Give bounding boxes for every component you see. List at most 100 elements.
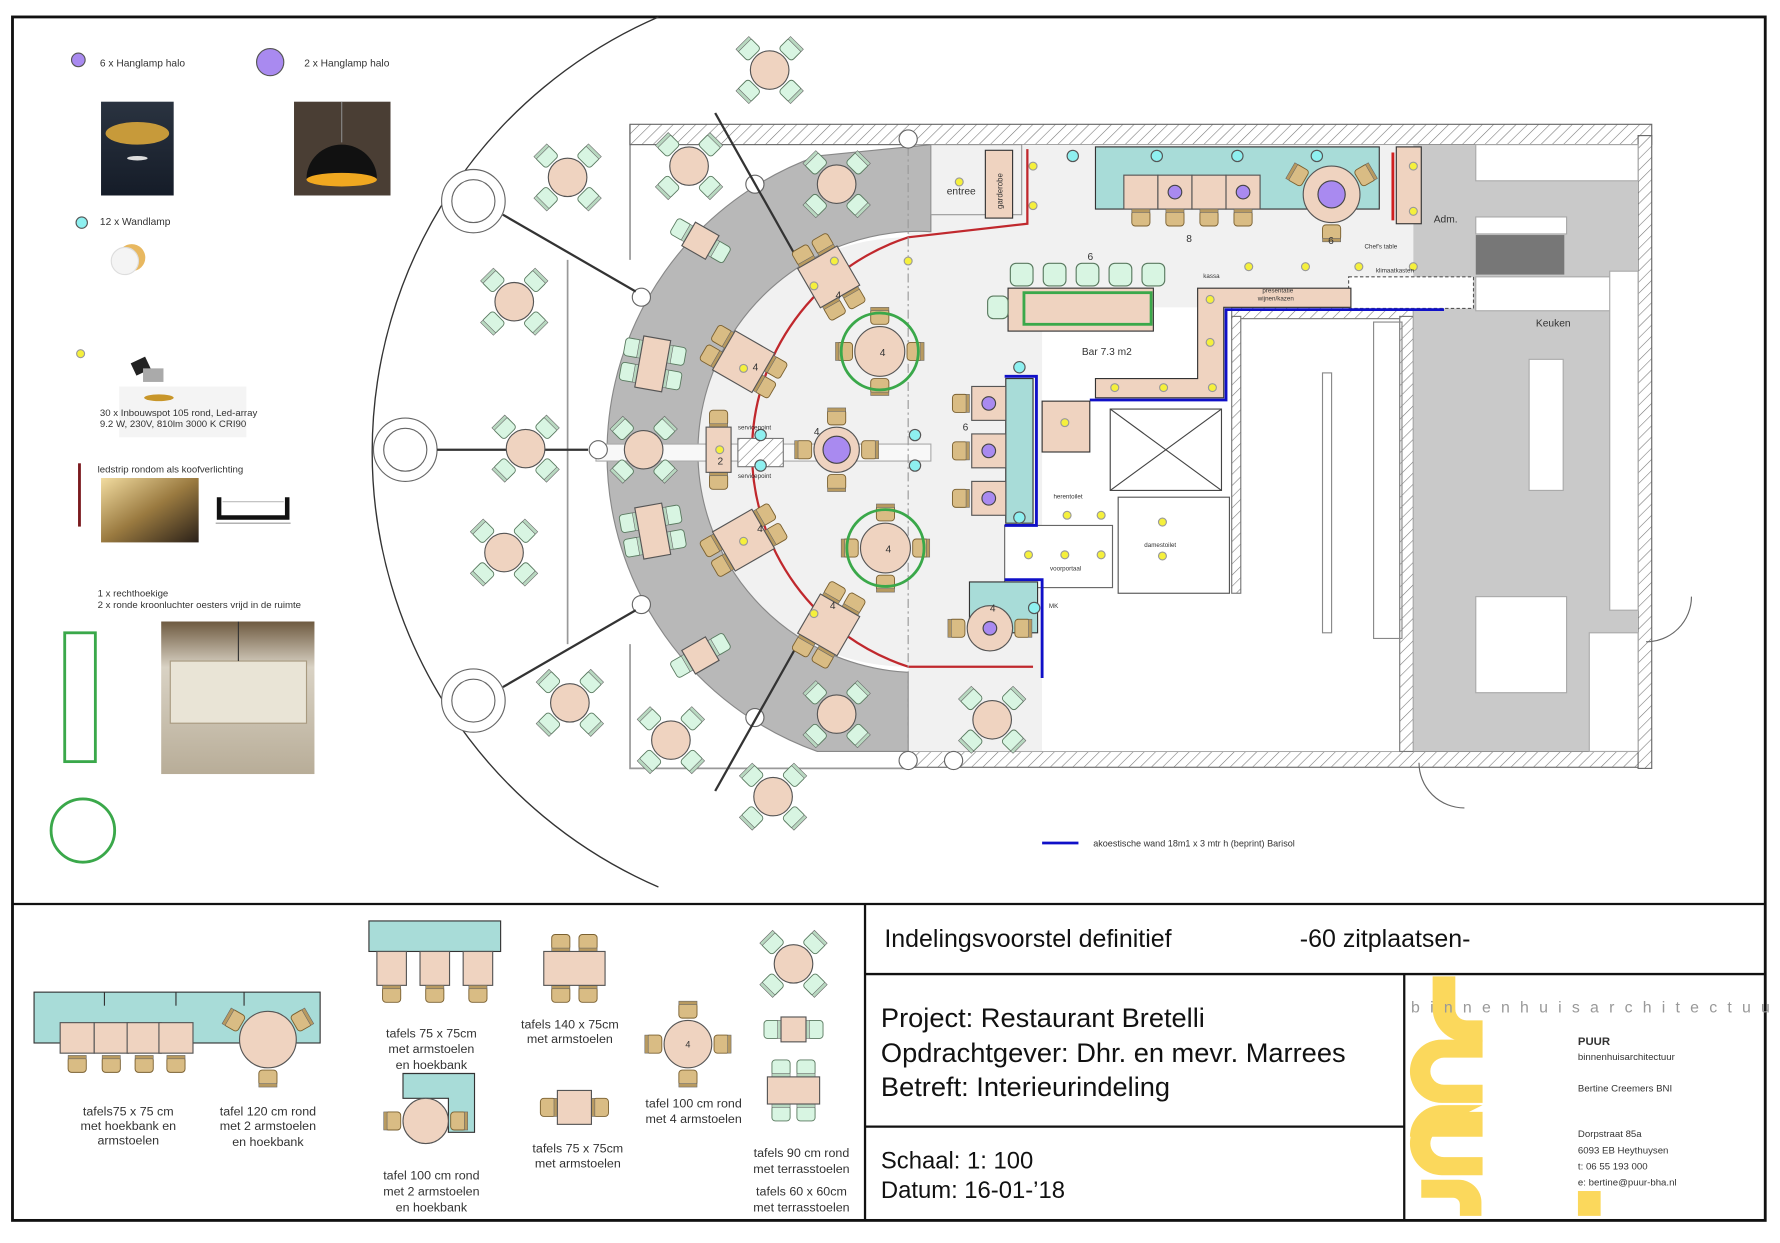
logo-tagline: binnenhuisarchitectuur xyxy=(1411,1000,1780,1017)
square-table xyxy=(699,324,788,399)
caption: met terrasstoelen xyxy=(753,1162,849,1176)
chair-back xyxy=(1199,208,1219,213)
caption: tafels 140 x 75cm xyxy=(521,1017,619,1031)
armchair xyxy=(947,618,966,638)
label-chefs-table: Chef's table xyxy=(1365,244,1398,251)
armchair xyxy=(539,1097,558,1117)
chair-back xyxy=(491,414,508,431)
terrace-chair xyxy=(1001,729,1027,754)
chair-back xyxy=(678,1000,698,1005)
table-top xyxy=(634,502,672,560)
label-entree: entree xyxy=(947,186,976,197)
terrace-chair xyxy=(707,239,731,263)
square-table xyxy=(618,502,687,560)
spot-icon xyxy=(1205,294,1215,304)
round-table xyxy=(663,1019,713,1069)
caption: met armstoelen xyxy=(535,1156,621,1170)
round-table xyxy=(773,944,814,984)
chair-back xyxy=(1285,162,1299,181)
chair-back xyxy=(947,618,952,638)
armchair xyxy=(835,341,853,361)
terrace-boundary xyxy=(566,124,909,770)
armchair xyxy=(875,503,895,522)
chair-back xyxy=(636,706,653,723)
spot-icon xyxy=(1060,550,1070,560)
chair-back xyxy=(532,319,549,336)
terrace-chair xyxy=(680,706,706,731)
spot-icon xyxy=(809,609,819,619)
seat-count: 8 xyxy=(1186,234,1192,245)
label-presentatie: presentatie xyxy=(1262,288,1293,295)
spot-icon xyxy=(1244,262,1254,272)
pendant-lamp-icon xyxy=(1317,180,1346,209)
armchair xyxy=(425,985,445,1003)
chair-back xyxy=(609,415,626,432)
chair-back xyxy=(464,1111,468,1131)
table-top xyxy=(780,1016,807,1043)
label-adm: Adm. xyxy=(1434,215,1458,226)
partition-bench xyxy=(1005,377,1034,524)
chair-back xyxy=(920,342,925,361)
caption: tafels 75 x 75cm xyxy=(386,1026,477,1040)
ledstrip-profile-drawing xyxy=(215,497,291,524)
legend-wall-lamp: 12 x Wandlamp xyxy=(100,217,171,228)
terrace-chair xyxy=(782,762,808,787)
terrace-chair xyxy=(577,143,602,168)
terrace-chair xyxy=(623,337,644,359)
banquette-table xyxy=(1123,174,1159,210)
chair-back xyxy=(759,981,776,998)
terrace-chair xyxy=(707,633,731,657)
chair-back xyxy=(707,132,724,149)
chair-back xyxy=(166,1055,186,1060)
chair-back xyxy=(835,342,840,361)
wall-right xyxy=(1637,135,1653,769)
logo-address: 6093 EB Heythuysen xyxy=(1578,1146,1668,1157)
chair-back xyxy=(688,758,706,775)
subject: Betreft: Interieurindeling xyxy=(881,1071,1170,1102)
caption: tafels 75 x 75cm xyxy=(532,1142,623,1156)
pendant-lamp-icon xyxy=(981,396,997,411)
awning-cables xyxy=(437,112,796,792)
legend-spot-line1: 30 x Inbouwspot 105 rond, Led-array xyxy=(100,408,258,419)
round-table xyxy=(651,720,691,760)
stairwell-cross xyxy=(1109,408,1222,491)
spot-icon xyxy=(1408,206,1418,216)
chair-back xyxy=(134,1055,154,1060)
chair-back xyxy=(811,981,828,998)
bar-stool xyxy=(987,295,1009,320)
chair-back xyxy=(636,758,653,775)
terrace-chair xyxy=(533,187,558,212)
armchair xyxy=(711,324,735,349)
chair-back xyxy=(535,720,552,737)
terrace-chair xyxy=(535,414,560,439)
chair-back xyxy=(876,503,895,508)
armchair xyxy=(290,1007,315,1032)
spot-icon xyxy=(76,349,86,359)
bar-stool xyxy=(1075,262,1100,287)
wall-lamp-icon xyxy=(908,459,922,472)
chandelier-photo xyxy=(161,621,315,775)
title-block: Indelingsvoorstel definitief -60 zitplaa… xyxy=(881,925,1471,1204)
armchair xyxy=(591,1097,609,1117)
chair-back xyxy=(644,1034,649,1054)
pendant-lamp-icon xyxy=(981,490,997,506)
armchair xyxy=(134,1055,154,1073)
square-table xyxy=(791,233,866,321)
chair-back xyxy=(425,985,445,990)
armchair xyxy=(794,440,813,460)
terrace-chair xyxy=(609,415,634,440)
armchair xyxy=(841,592,866,616)
chair-back xyxy=(383,1111,388,1131)
chair-back xyxy=(661,415,678,432)
spot-icon xyxy=(739,363,749,373)
logo-name: PUUR xyxy=(1578,1036,1610,1048)
caption: met 4 armstoelen xyxy=(645,1112,741,1126)
pendant-lamp-icon xyxy=(1167,184,1183,200)
project-name: Project: Restaurant Bretelli xyxy=(881,1002,1205,1033)
caption: tafels75 x 75 cm xyxy=(83,1104,174,1118)
seat-count: 6 xyxy=(963,423,969,434)
pendant-lamp-icon xyxy=(981,443,997,459)
spot-icon xyxy=(1408,262,1418,272)
chair-back xyxy=(965,489,970,508)
elevator xyxy=(1321,372,1333,634)
